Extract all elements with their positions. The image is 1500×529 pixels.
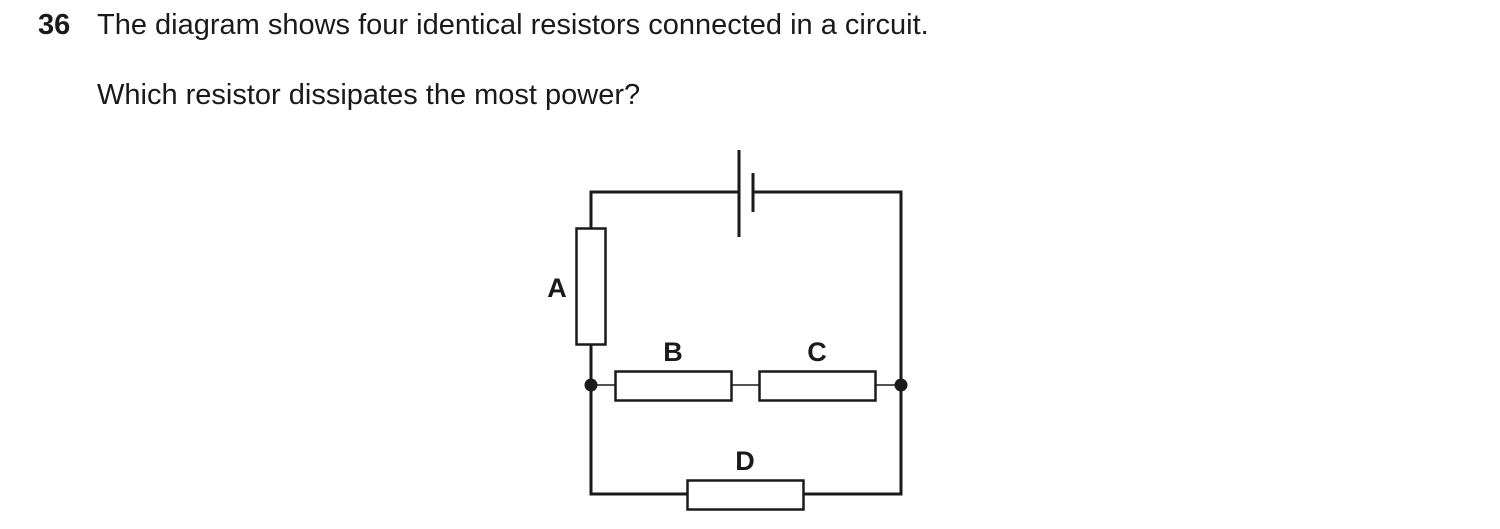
label-a: A (547, 273, 567, 303)
top-wire (589, 190, 903, 385)
resistor-c (758, 370, 877, 402)
question-prompt: Which resistor dissipates the most power… (97, 79, 641, 111)
resistor-a (575, 227, 607, 346)
label-d: D (735, 446, 755, 476)
wire-d-to-right (804, 385, 903, 496)
junction-left (584, 378, 598, 392)
question-number: 36 (38, 9, 71, 41)
label-c: C (807, 337, 827, 367)
resistor-d (686, 479, 805, 511)
question-stem: The diagram shows four identical resisto… (97, 9, 929, 41)
resistor-b (614, 370, 733, 402)
cell-symbol (737, 150, 755, 237)
label-b: B (663, 337, 683, 367)
wire-left-to-d (589, 385, 687, 496)
junction-right (894, 378, 908, 392)
